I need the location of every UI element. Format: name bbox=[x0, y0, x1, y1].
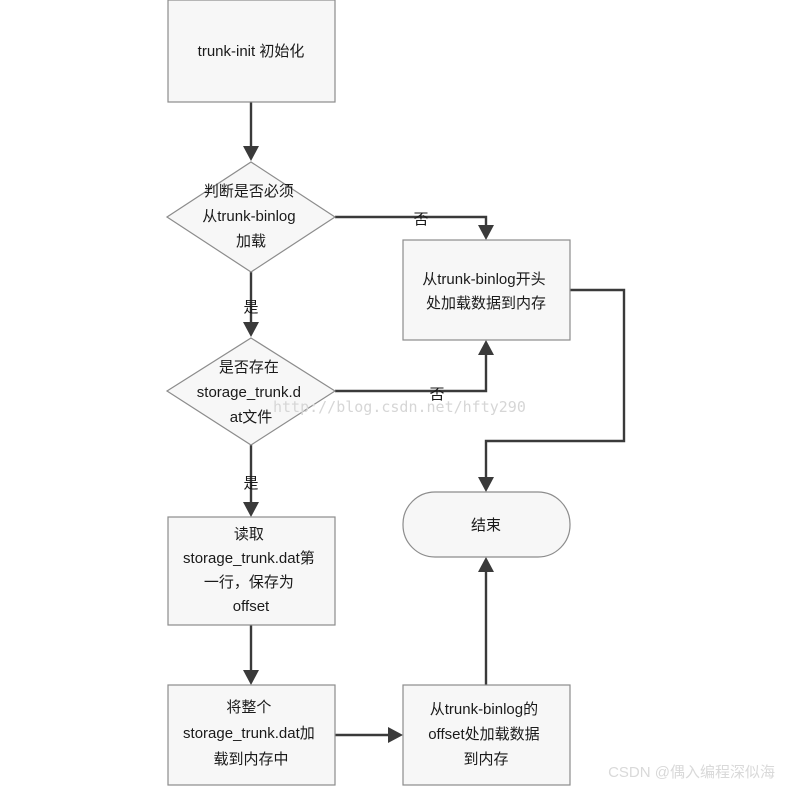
node-check-binlog-line-1: 判断是否必须 bbox=[204, 183, 294, 200]
watermark-url: http://blog.csdn.net/hfty290 bbox=[273, 398, 526, 416]
node-load-dat-line-3: 载到内存中 bbox=[213, 751, 288, 768]
edge-label-no-2: 否 bbox=[429, 386, 444, 403]
edge-load-dat-to-load-offset bbox=[335, 727, 403, 743]
svg-text:从trunk-binlog开头 处加载数据到内存: 从trunk-binlog开头 处加载数据到内存 bbox=[422, 271, 550, 312]
node-check-dat: 是否存在 storage_trunk.d at文件 bbox=[165, 337, 337, 446]
svg-text:结束: 结束 bbox=[471, 517, 501, 534]
node-check-binlog: 判断是否必须 从trunk-binlog 加载 bbox=[165, 161, 337, 273]
node-read-first-line-line-3: 一行，保存为 bbox=[204, 574, 294, 591]
node-read-first-line-line-2: storage_trunk.dat第 bbox=[183, 549, 315, 567]
node-load-from-offset-line-1: 从trunk-binlog的 bbox=[430, 701, 538, 718]
edge-check-dat-no bbox=[335, 340, 494, 393]
svg-text:读取 storage_trunk.dat第: 读取 storage_trunk.dat第 一行，保存为 offset bbox=[183, 526, 319, 615]
node-load-from-start-line-2: 处加载数据到内存 bbox=[426, 295, 546, 312]
node-check-binlog-line-2: 从trunk-binlog bbox=[202, 208, 295, 225]
svg-text:是否存在 storage_trunk.d: 是否存在 storage_trunk.d at文件 bbox=[197, 359, 305, 426]
node-load-from-offset-line-3: 到内存 bbox=[463, 751, 508, 768]
node-load-from-start-line-1: 从trunk-binlog开头 bbox=[422, 271, 545, 288]
node-check-dat-line-2: storage_trunk.d bbox=[197, 384, 301, 401]
svg-text:将整个 storage_trunk.dat加: 将整个 storage_trunk.dat加 载到内存中 bbox=[183, 699, 319, 768]
svg-text:trunk-init 初始化: trunk-init 初始化 bbox=[198, 43, 305, 60]
node-load-from-start: 从trunk-binlog开头 处加载数据到内存 bbox=[402, 239, 571, 341]
node-load-from-offset-line-2: offset处加载数据 bbox=[428, 726, 539, 743]
node-init-line-1: trunk-init 初始化 bbox=[198, 43, 305, 60]
edge-label-no-1: 否 bbox=[413, 211, 428, 228]
watermark-credit: CSDN @偶入编程深似海 bbox=[608, 764, 775, 781]
svg-text:从trunk-binlog的 offset处加载: 从trunk-binlog的 offset处加载数据 到内存 bbox=[428, 701, 544, 768]
node-read-first-line-line-4: offset bbox=[233, 598, 270, 615]
node-read-first-line-line-1: 读取 bbox=[234, 526, 264, 543]
node-init: trunk-init 初始化 bbox=[167, 0, 336, 103]
node-check-dat-line-1: 是否存在 bbox=[219, 359, 279, 376]
node-end-line-1: 结束 bbox=[471, 517, 501, 534]
node-check-binlog-line-3: 加载 bbox=[236, 233, 266, 250]
node-load-dat: 将整个 storage_trunk.dat加 载到内存中 bbox=[167, 684, 336, 786]
node-read-first-line: 读取 storage_trunk.dat第 一行，保存为 offset bbox=[167, 516, 336, 626]
edge-label-yes-1: 是 bbox=[243, 299, 258, 316]
node-load-from-offset: 从trunk-binlog的 offset处加载数据 到内存 bbox=[402, 684, 571, 786]
edge-check-binlog-yes bbox=[243, 272, 259, 337]
node-load-dat-line-1: 将整个 bbox=[226, 699, 271, 716]
edge-check-dat-yes bbox=[243, 445, 259, 517]
node-end: 结束 bbox=[402, 491, 571, 558]
edge-label-yes-2: 是 bbox=[243, 475, 258, 492]
edge-init-to-check-binlog bbox=[243, 102, 259, 161]
node-check-dat-line-3: at文件 bbox=[230, 409, 273, 426]
edge-check-binlog-no bbox=[335, 215, 494, 240]
edge-load-start-to-end bbox=[478, 288, 626, 492]
edge-load-offset-to-end bbox=[478, 557, 494, 685]
edge-read-to-load-dat bbox=[243, 625, 259, 685]
node-load-dat-line-2: storage_trunk.dat加 bbox=[183, 725, 315, 742]
svg-text:判断是否必须 从trunk-binlog: 判断是否必须 从trunk-binlog 加载 bbox=[202, 183, 300, 250]
